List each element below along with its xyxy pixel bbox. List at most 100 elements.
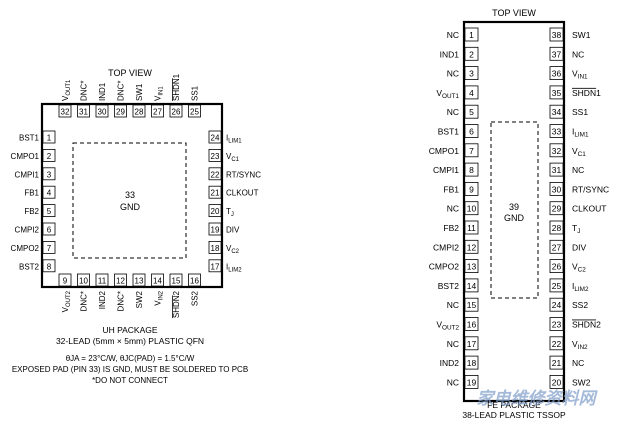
- tssop-pin-label-bst2: BST2: [438, 281, 460, 291]
- qfn-pin-5-number: 5: [47, 207, 52, 216]
- qfn-pin-label-cmpo1: CMPO1: [11, 152, 40, 161]
- qfn-pin-21: 21 CLKOUT: [208, 185, 259, 199]
- qfn-pin-16-number: 16: [190, 277, 199, 286]
- qfn-pin-28-pad: [132, 104, 146, 118]
- tssop-pin-label-shdn2: SHDN2: [572, 320, 601, 330]
- qfn-pin-10-pad: [77, 273, 90, 287]
- tssop-pin-23-pad: [549, 317, 564, 331]
- qfn-pin-label-bst1: BST1: [19, 134, 40, 143]
- qfn-pin-11-pad: [95, 273, 109, 287]
- qfn-pin-label-dnc: DNC*: [80, 81, 89, 101]
- tssop-pin-10-pad: [464, 201, 479, 216]
- tssop-pad-number: 39: [509, 202, 519, 212]
- tssop-pin-18-pad: [464, 355, 479, 370]
- tssop-pin-30-pad: [549, 181, 564, 196]
- tssop-pin-34-pad: [549, 104, 564, 119]
- tssop-pin-19-number: 19: [467, 377, 477, 387]
- tssop-pin-label-nc: NC: [447, 204, 459, 214]
- qfn-pin-31-pad: [77, 104, 90, 118]
- qfn-pin-18-number: 18: [211, 244, 220, 253]
- qfn-pin-8-pad: [42, 259, 56, 273]
- qfn-pin-28-number: 28: [135, 108, 144, 117]
- tssop-pin-label-clkout: CLKOUT: [572, 204, 606, 214]
- qfn-pin-19-number: 19: [211, 226, 220, 235]
- tssop-pin-20-number: 20: [552, 377, 562, 387]
- qfn-pin-23-pad: [208, 148, 222, 162]
- qfn-pin-label-ss1: SS1: [191, 85, 200, 101]
- tssop-pin-27-pad: [549, 239, 564, 254]
- tssop-pin-15-number: 15: [467, 300, 477, 310]
- qfn-pin-21-number: 21: [211, 189, 220, 198]
- qfn-pin-label-cmpo2: CMPO2: [11, 244, 40, 253]
- qfn-pin-26-pad: [169, 104, 183, 118]
- qfn-pin-label-ilim1: ILIM1: [226, 134, 242, 145]
- tssop-pin-label-nc: NC: [447, 107, 459, 117]
- qfn-pad-number: 33: [125, 190, 135, 200]
- qfn-pin-label-vin2: VIN2: [154, 290, 165, 305]
- tssop-pin-37-pad: [549, 46, 564, 61]
- tssop-pin-36-number: 36: [552, 69, 562, 79]
- tssop-pin-29-pad: [549, 201, 564, 216]
- tssop-pin-label-ind1: IND1: [440, 49, 460, 59]
- tssop-pin-label-ind2: IND2: [440, 358, 460, 368]
- tssop-pin-label-fb1: FB1: [443, 184, 459, 194]
- qfn-pin-9-number: 9: [63, 277, 68, 286]
- tssop-pin-17-pad: [464, 336, 479, 351]
- qfn-pin-label-shdn2: SHDN2: [172, 290, 181, 318]
- qfn-pin-label-ind1: IND1: [98, 82, 107, 101]
- tssop-pin-8-pad: [464, 162, 479, 177]
- tssop-body: [462, 20, 566, 403]
- qfn-pin-label-clkout: CLKOUT: [226, 189, 259, 198]
- qfn-pin-27-pad: [151, 104, 164, 118]
- qfn-pin-3-number: 3: [47, 170, 52, 179]
- qfn-pin-22-number: 22: [211, 170, 220, 179]
- qfn-pin-8-number: 8: [47, 262, 52, 271]
- tssop-pin-33-number: 33: [552, 127, 562, 137]
- qfn-pin-29-pad: [114, 104, 127, 118]
- qfn-pin-label-sw1: SW1: [135, 83, 144, 101]
- tssop-pin-label-cmpi2: CMPI2: [433, 242, 459, 252]
- qfn-pin-24: 24 ILIM1: [208, 130, 242, 145]
- qfn-body: [40, 102, 224, 289]
- qfn-pin-label-tj: TJ: [226, 207, 234, 218]
- qfn-pin-20-pad: [208, 204, 222, 218]
- qfn-pin-6-number: 6: [47, 226, 52, 235]
- qfn-pin-22-pad: [208, 167, 222, 181]
- tssop-pin-27-number: 27: [552, 242, 562, 252]
- qfn-pin-24-number: 24: [211, 134, 220, 143]
- qfn-pin-17-number: 17: [211, 262, 220, 271]
- qfn-pin-1-number: 1: [47, 134, 52, 143]
- qfn-pin-label-vout2: VOUT2: [61, 290, 72, 312]
- qfn-pin-15-number: 15: [172, 277, 181, 286]
- tssop-pin-26-pad: [549, 259, 564, 274]
- tssop-pin-1-pad: [464, 27, 479, 42]
- tssop-pin-6-pad: [464, 124, 479, 138]
- tssop-pin-label-ilim2: ILIM2: [572, 281, 589, 293]
- qfn-pin-label-bst2: BST2: [19, 262, 40, 271]
- tssop-pin-5: 5NC: [447, 104, 479, 119]
- qfn-pin-6-pad: [42, 222, 56, 236]
